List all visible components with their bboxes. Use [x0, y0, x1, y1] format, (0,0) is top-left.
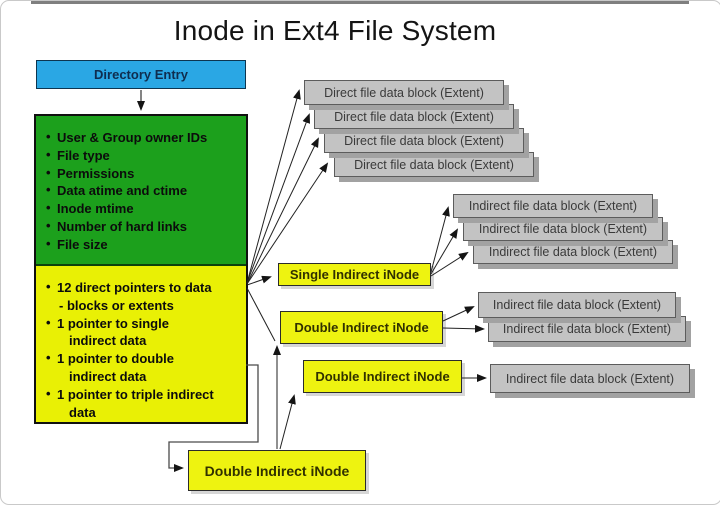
- triple-indirect-inode-box: Double Indirect iNode: [188, 450, 366, 491]
- metadata-item: Number of hard links: [46, 217, 240, 236]
- metadata-item: File type: [46, 146, 240, 165]
- connector-triple-to-double-2: [279, 394, 296, 450]
- pointer-item: 1 pointer to triple indirect data: [46, 385, 240, 422]
- metadata-item: Inode mtime: [46, 199, 240, 218]
- pointer-item: 1 pointer to single indirect data: [46, 314, 240, 351]
- inode-pointers-section: 12 direct pointers to data - blocks or e…: [36, 266, 246, 422]
- indirect-data-block-s1: Indirect file data block (Extent): [453, 194, 653, 218]
- direct-data-block-2: Direct file data block (Extent): [314, 104, 514, 129]
- top-edge-artifact: [31, 1, 689, 4]
- connector-inode-to-single-indirect: [246, 275, 272, 286]
- direct-data-block-4: Direct file data block (Extent): [334, 152, 534, 177]
- connector-inode-to-direct-2: [246, 113, 310, 284]
- double-indirect-inode-box-1: Double Indirect iNode: [280, 311, 443, 344]
- page-title: Inode in Ext4 File System: [173, 15, 497, 46]
- metadata-item: Permissions: [46, 164, 240, 183]
- single-indirect-inode-box: Single Indirect iNode: [278, 263, 431, 286]
- connector-double1-to-block-1: [442, 306, 475, 322]
- connector-inode-to-direct-1: [246, 89, 301, 284]
- connector-single-to-block-3: [430, 251, 469, 277]
- indirect-data-block-d1a: Indirect file data block (Extent): [478, 292, 676, 318]
- pointer-item: 1 pointer to double indirect data: [46, 349, 240, 386]
- connector-inode-to-double-indirect-1: [246, 287, 276, 342]
- metadata-item: File size: [46, 235, 240, 254]
- metadata-item: Data atime and ctime: [46, 181, 240, 200]
- indirect-data-block-s2: Indirect file data block (Extent): [463, 217, 663, 241]
- pointer-item: 12 direct pointers to data - blocks or e…: [46, 278, 240, 315]
- inode-box: User & Group owner IDs File type Permiss…: [34, 114, 248, 424]
- indirect-data-block-s3: Indirect file data block (Extent): [473, 240, 673, 264]
- directory-entry-label: Directory Entry: [94, 67, 188, 82]
- directory-entry-box: Directory Entry: [36, 60, 246, 89]
- inode-metadata-section: User & Group owner IDs File type Permiss…: [36, 116, 246, 266]
- connector-single-to-block-2: [430, 228, 459, 275]
- direct-data-block-1: Direct file data block (Extent): [304, 80, 504, 105]
- indirect-data-block-d1b: Indirect file data block (Extent): [488, 316, 686, 342]
- indirect-data-block-d2a: Indirect file data block (Extent): [490, 364, 690, 393]
- double-indirect-inode-box-2: Double Indirect iNode: [303, 360, 462, 393]
- connector-double1-to-block-2: [442, 324, 485, 333]
- connector-single-to-block-1: [430, 206, 450, 273]
- direct-data-block-3: Direct file data block (Extent): [324, 128, 524, 153]
- metadata-item: User & Group owner IDs: [46, 128, 240, 147]
